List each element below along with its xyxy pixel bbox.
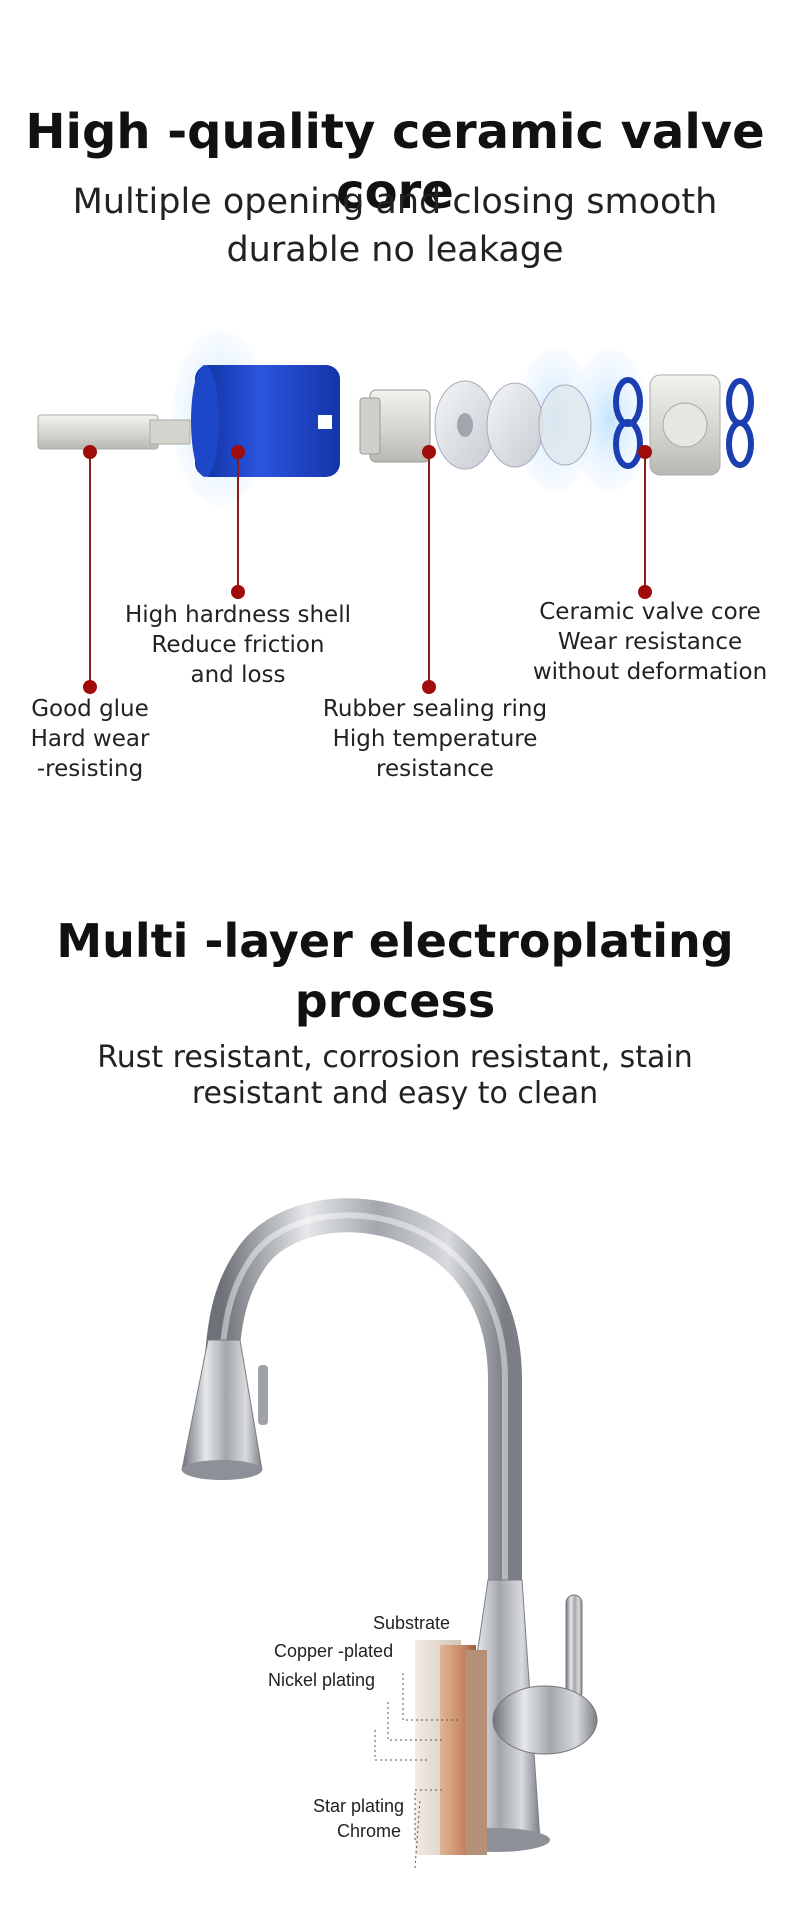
o-ring-1 bbox=[613, 377, 643, 469]
faucet-spray-head bbox=[181, 1339, 263, 1471]
callout-text-shell: High hardness shell Reduce friction and … bbox=[125, 602, 351, 688]
halo-ceramic-2 bbox=[572, 348, 648, 492]
callout-line-shell bbox=[237, 450, 239, 590]
faucet-handle bbox=[565, 1594, 583, 1701]
faucet-illustration bbox=[181, 1198, 598, 1869]
callout-line-glue bbox=[89, 450, 91, 687]
callout-text-rubber: Rubber sealing ring High temperature res… bbox=[322, 696, 548, 782]
o-ring-2 bbox=[726, 378, 754, 468]
callout-dot-rubber-bottom bbox=[422, 680, 436, 694]
layer-label-star: Star plating bbox=[313, 1796, 405, 1816]
callout-dot-rubber-top bbox=[422, 445, 436, 459]
section2-subtitle-line1: Rust resistant, corrosion resistant, sta… bbox=[97, 1040, 693, 1075]
callout-text-glue: Good glue Hard wear -resisting bbox=[30, 696, 150, 782]
faucet-gooseneck bbox=[205, 1198, 522, 1617]
callout-dot-ceramic-top bbox=[638, 445, 652, 459]
layer-leaders bbox=[374, 1673, 460, 1869]
callout-text-ceramic: Ceramic valve core Wear resistance witho… bbox=[532, 599, 768, 685]
layer-label-chrome: Chrome bbox=[337, 1821, 402, 1841]
layer-label-substrate: Substrate bbox=[373, 1613, 451, 1633]
section1-subtitle-line1: Multiple opening and closing smooth bbox=[72, 182, 718, 222]
plating-layers-cutaway bbox=[415, 1640, 487, 1855]
disc-3 bbox=[538, 384, 592, 466]
callout-dot-glue-bottom bbox=[83, 680, 97, 694]
section1-subtitle-line2: durable no leakage bbox=[226, 230, 564, 270]
section2-title-line1: Multi -layer electroplating bbox=[56, 914, 734, 968]
valve-core-illustration bbox=[37, 330, 754, 506]
callout-line-rubber bbox=[428, 450, 430, 687]
disc-2 bbox=[486, 382, 544, 468]
layer-label-copper: Copper -plated bbox=[274, 1641, 394, 1661]
callout-line-ceramic bbox=[644, 450, 646, 590]
callout-dot-shell-bottom bbox=[231, 585, 245, 599]
stem-part bbox=[37, 414, 159, 450]
callout-dot-ceramic-bottom bbox=[638, 585, 652, 599]
section1-title: High -quality ceramic valve core bbox=[25, 104, 765, 220]
callout-dot-shell-top bbox=[231, 445, 245, 459]
callout-dot-glue-top bbox=[83, 445, 97, 459]
section2-title-line2: process bbox=[294, 974, 496, 1028]
layer-label-nickel: Nickel plating bbox=[268, 1670, 376, 1690]
section2-subtitle-line2: resistant and easy to clean bbox=[191, 1076, 599, 1111]
